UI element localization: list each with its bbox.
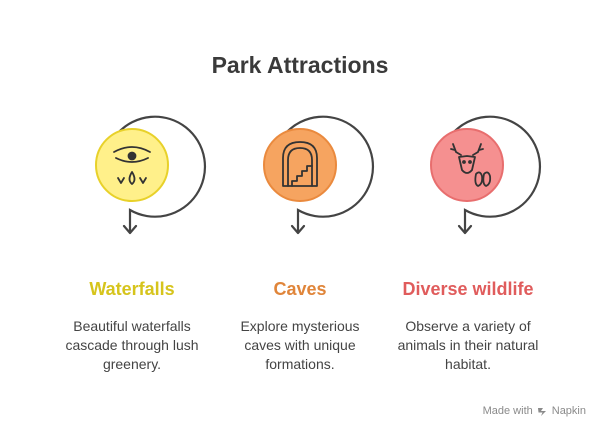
wildlife-circle: [430, 128, 504, 202]
page-title: Park Attractions: [211, 52, 389, 78]
caves-column: Caves Explore mysterious caves with uniq…: [215, 275, 385, 374]
wildlife-arrow-head: [457, 224, 473, 235]
waterfalls-circle: [95, 128, 169, 202]
waterfall-icon: [113, 146, 151, 185]
wildlife-arrow-ring: [451, 115, 542, 234]
caves-arrow-ring: [284, 115, 375, 234]
made-with-label: Made with: [482, 405, 533, 417]
caves-node: [263, 115, 375, 235]
wildlife-column: Diverse wildlife Observe a variety of an…: [383, 275, 553, 374]
napkin-logo-icon: [537, 407, 546, 416]
caves-description: Explore mysterious caves with unique for…: [240, 318, 360, 372]
napkin-brand-label: Napkin: [551, 405, 586, 417]
waterfalls-node: [95, 115, 207, 235]
wildlife-description: Observe a variety of animals in their na…: [397, 318, 539, 372]
waterfalls-arrow-head: [122, 224, 138, 235]
caves-arrow-head: [290, 224, 306, 235]
wildlife-heading: Diverse wildlife: [402, 279, 534, 299]
waterfalls-column: Waterfalls Beautiful waterfalls cascade …: [47, 275, 217, 374]
waterfalls-description: Beautiful waterfalls cascade through lus…: [65, 318, 199, 372]
cave-icon: [282, 141, 318, 187]
waterfalls-heading: Waterfalls: [89, 279, 175, 299]
caves-circle: [263, 128, 337, 202]
wildlife-node: [430, 115, 542, 235]
waterfalls-arrow-ring: [116, 115, 207, 234]
caves-heading: Caves: [273, 279, 327, 299]
made-with-footer: Made with Napkin: [483, 405, 586, 417]
deer-icon: [450, 143, 492, 187]
